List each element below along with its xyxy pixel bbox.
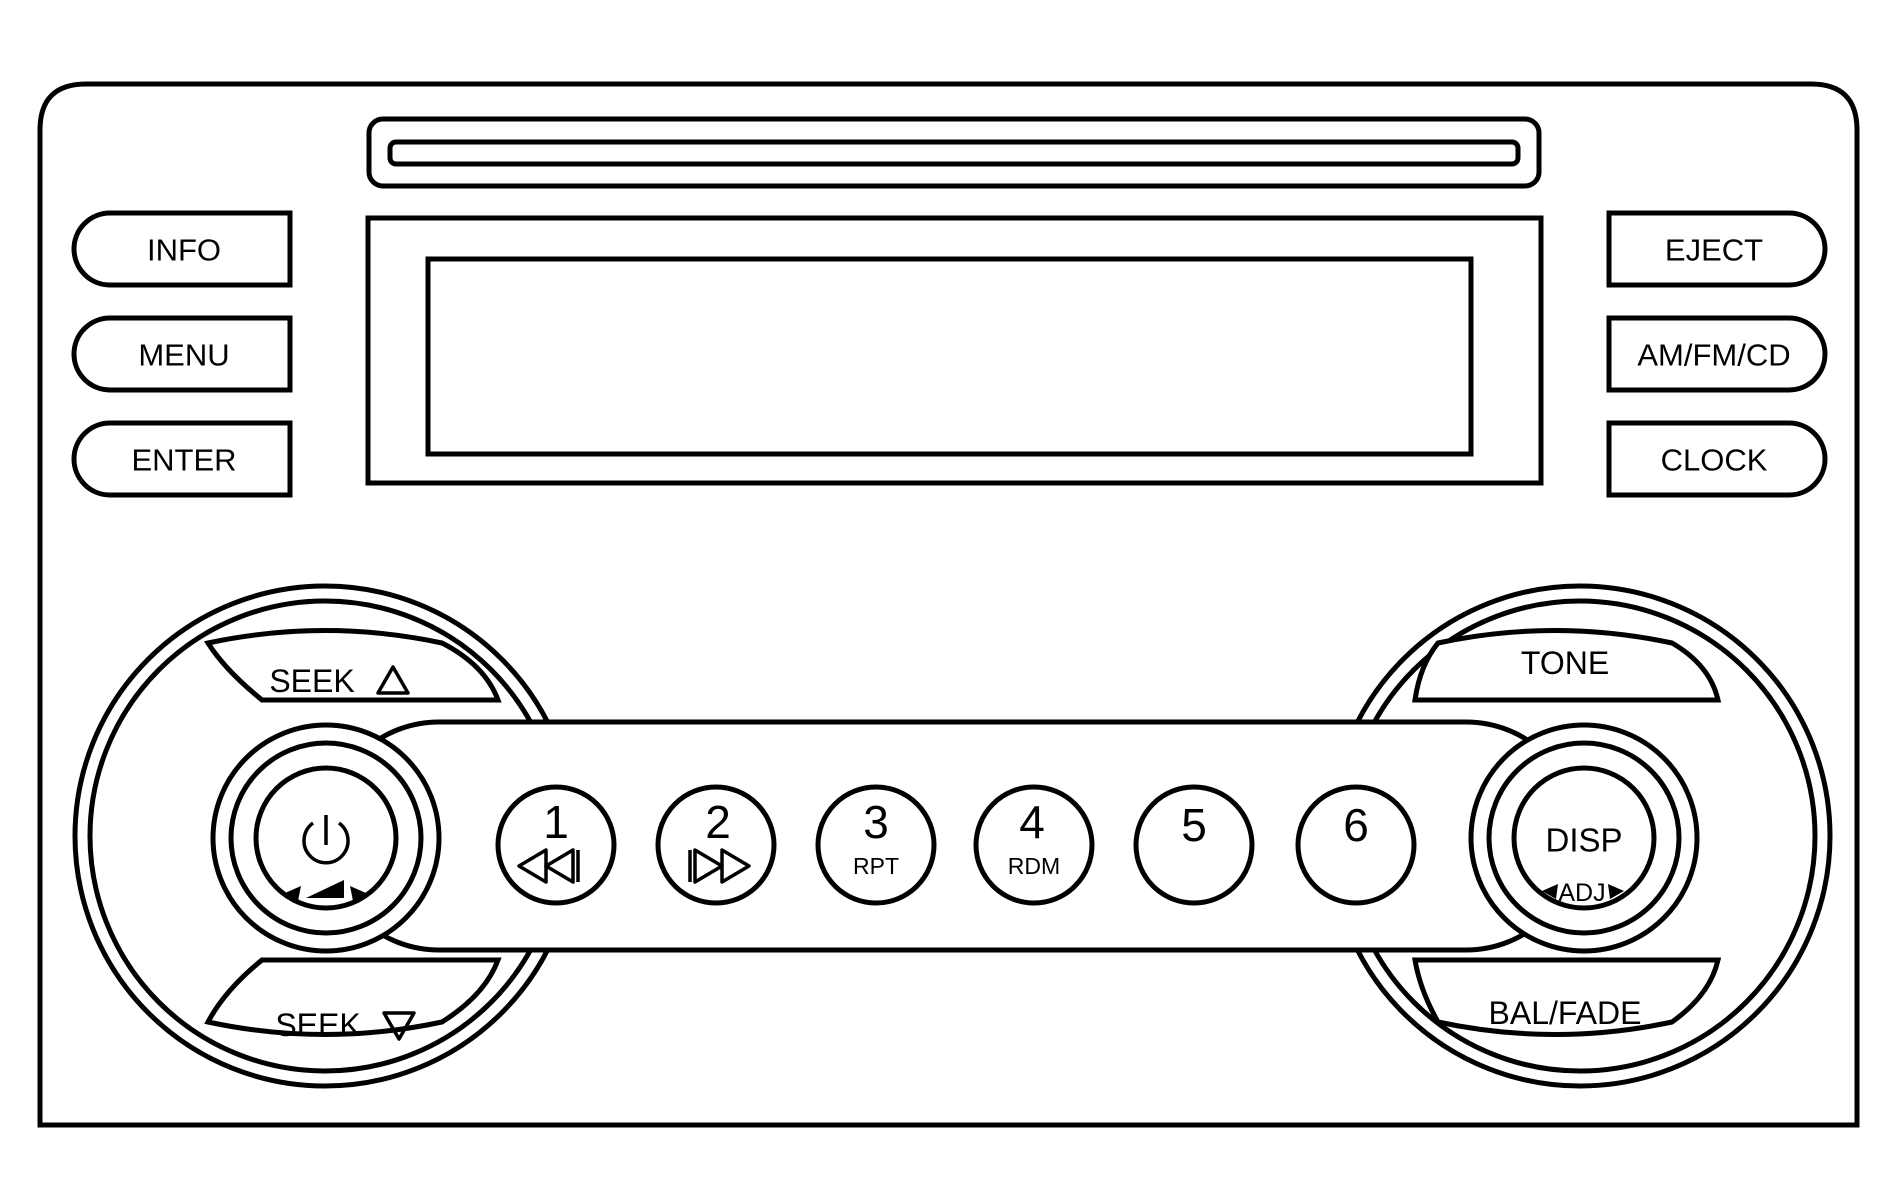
rotate-right-arrow-icon — [350, 886, 366, 901]
preset-4-sub-label: RDM — [1008, 853, 1060, 879]
bal-fade-label: BAL/FADE — [1489, 995, 1642, 1031]
preset-6-button[interactable]: 6 — [1295, 784, 1417, 906]
rotate-right-arrow-icon — [1608, 884, 1624, 899]
eject-button-label: EJECT — [1665, 233, 1763, 268]
display-window — [365, 215, 1544, 486]
triangle-down-icon — [382, 1011, 416, 1041]
preset-2-button[interactable]: 2 — [655, 784, 777, 906]
disp-adj-knob[interactable]: DISP ADJ — [1468, 722, 1700, 954]
preset-4-number: 4 — [1019, 796, 1045, 848]
clock-button[interactable]: CLOCK — [1606, 420, 1828, 498]
seek-down-label: SEEK — [275, 1007, 360, 1043]
preset-1-number: 1 — [543, 796, 569, 848]
volume-wedge-icon — [306, 880, 344, 898]
power-volume-knob[interactable] — [210, 722, 442, 954]
tone-label: TONE — [1521, 645, 1609, 681]
rewind-icon — [517, 848, 580, 884]
info-button-label: INFO — [147, 233, 221, 268]
disp-label: DISP — [1545, 822, 1622, 859]
eject-button[interactable]: EJECT — [1606, 210, 1828, 288]
am-fm-cd-button-label: AM/FM/CD — [1637, 338, 1790, 373]
seek-up-label: SEEK — [269, 663, 354, 699]
preset-1-button[interactable]: 1 — [495, 784, 617, 906]
power-icon — [302, 815, 350, 865]
preset-3-sub-label: RPT — [853, 853, 899, 879]
preset-2-number: 2 — [705, 796, 731, 848]
menu-button[interactable]: MENU — [71, 315, 293, 393]
preset-4-button[interactable]: 4 RDM — [973, 784, 1095, 906]
bal-fade-button[interactable]: BAL/FADE — [1412, 957, 1722, 1037]
cd-slot[interactable] — [366, 116, 1542, 189]
seek-down-button[interactable]: SEEK — [204, 957, 502, 1043]
info-button[interactable]: INFO — [71, 210, 293, 288]
clock-button-label: CLOCK — [1661, 443, 1768, 478]
fast-forward-icon — [688, 848, 751, 884]
preset-3-number: 3 — [863, 796, 889, 848]
menu-button-label: MENU — [138, 338, 229, 373]
enter-button[interactable]: ENTER — [71, 420, 293, 498]
preset-6-number: 6 — [1343, 799, 1369, 851]
triangle-up-icon — [376, 665, 410, 695]
am-fm-cd-button[interactable]: AM/FM/CD — [1606, 315, 1828, 393]
seek-up-button[interactable]: SEEK — [203, 628, 502, 703]
preset-3-button[interactable]: 3 RPT — [815, 784, 937, 906]
rotate-left-arrow-icon — [1542, 884, 1558, 899]
preset-5-button[interactable]: 5 — [1133, 784, 1255, 906]
enter-button-label: ENTER — [131, 443, 236, 478]
adj-label: ADJ — [1558, 879, 1605, 907]
rotate-left-arrow-icon — [285, 886, 301, 901]
tone-button[interactable]: TONE — [1412, 628, 1722, 703]
faceplate-outline — [37, 81, 1860, 1128]
preset-5-number: 5 — [1181, 799, 1207, 851]
